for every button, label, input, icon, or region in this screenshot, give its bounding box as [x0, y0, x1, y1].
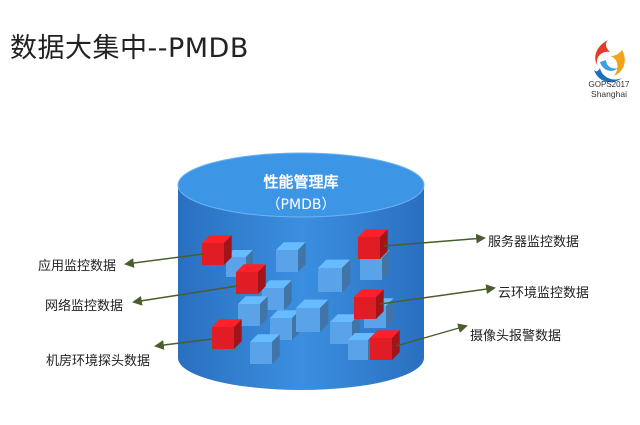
red-data-cube [354, 289, 384, 319]
label-datacenter-sensors: 机房环境探头数据 [46, 354, 151, 369]
blue-data-cube [318, 259, 351, 292]
arrow-cloud-monitoring [379, 284, 496, 305]
red-data-cube [370, 330, 400, 360]
red-data-cube [202, 235, 232, 265]
arrow-network-monitoring [132, 285, 238, 306]
logo-line1: GOPS2017 [588, 80, 630, 89]
blue-data-cube [250, 334, 280, 364]
gops-logo-icon [594, 40, 625, 83]
database-title: 性能管理库 [263, 173, 339, 191]
database-subtitle: （PMDB） [266, 197, 336, 213]
blue-data-cube [296, 299, 329, 332]
blue-data-cube [276, 242, 306, 272]
arrow-datacenter-sensors [154, 338, 213, 350]
label-server-monitoring: 服务器监控数据 [488, 235, 580, 250]
label-camera-alerts: 摄像头报警数据 [470, 329, 562, 344]
arrow-camera-alerts [395, 323, 468, 347]
arrow-app-monitoring [124, 253, 204, 268]
logo-line2: Shanghai [591, 89, 627, 99]
label-app-monitoring: 应用监控数据 [38, 259, 117, 274]
label-network-monitoring: 网络监控数据 [45, 299, 124, 314]
blue-data-cube [238, 296, 268, 326]
arrow-server-monitoring [383, 233, 486, 247]
label-cloud-monitoring: 云环境监控数据 [498, 286, 590, 301]
red-data-cube [212, 319, 242, 349]
red-data-cube [358, 229, 388, 259]
slide-title: 数据大集中--PMDB [10, 33, 249, 64]
red-data-cube [236, 264, 266, 294]
cylinder-top [177, 152, 425, 218]
